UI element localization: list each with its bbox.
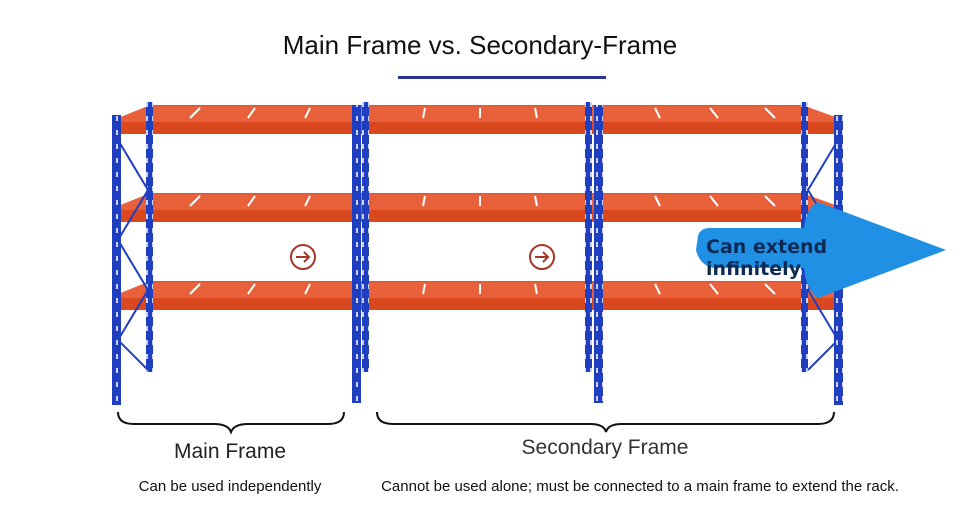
secondary-frame-description: Cannot be used alone; must be connected …	[381, 478, 899, 495]
deck-slats	[189, 107, 776, 295]
front-beams	[118, 122, 838, 310]
callout-arrow-icon	[696, 202, 946, 298]
main-frame-label: Main Frame	[173, 440, 287, 463]
main-frame-description: Can be used independently	[138, 478, 322, 495]
secondary-frame-brace	[376, 411, 835, 433]
callout-label: Can extend infinitely	[706, 236, 828, 280]
arrow-right-circle-icon	[529, 244, 555, 270]
secondary-frame-label: Secondary Frame	[521, 436, 689, 459]
main-frame-brace	[117, 411, 345, 435]
arrow-right-circle-icon	[290, 244, 316, 270]
title-underline	[398, 76, 606, 79]
page-title: Main Frame vs. Secondary-Frame	[282, 30, 678, 60]
